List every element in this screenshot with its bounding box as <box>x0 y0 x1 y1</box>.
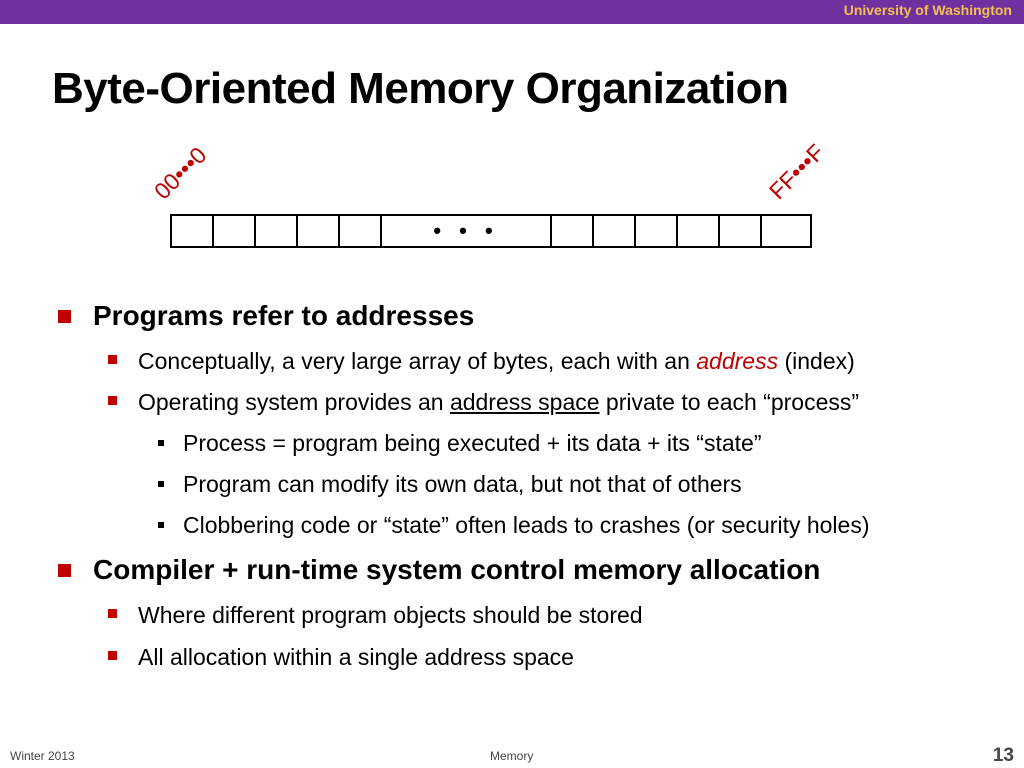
memory-cell <box>678 216 720 246</box>
bullet-marker <box>158 481 164 487</box>
slide-title: Byte-Oriented Memory Organization <box>52 64 789 113</box>
memory-cell <box>636 216 678 246</box>
memory-cell <box>552 216 594 246</box>
bullet-marker <box>108 651 117 660</box>
emphasized-term: address <box>696 348 779 374</box>
memory-cell <box>172 216 214 246</box>
bullet-marker <box>108 396 117 405</box>
footer-term: Winter 2013 <box>10 749 75 763</box>
memory-cell <box>720 216 762 246</box>
start-address-label: 00•••0 <box>148 141 212 205</box>
institution-name: University of Washington <box>843 2 1012 18</box>
bullet-marker <box>158 522 164 528</box>
memory-ellipsis: • • • <box>382 216 552 246</box>
bullet-marker <box>58 310 71 323</box>
memory-cell <box>340 216 382 246</box>
slide-number: 13 <box>992 745 1014 766</box>
bullet-marker <box>108 609 117 618</box>
bullet-marker <box>158 440 164 446</box>
memory-cell <box>298 216 340 246</box>
bullet-marker <box>108 355 117 364</box>
memory-cell <box>256 216 298 246</box>
end-address-label: FF•••F <box>763 139 830 205</box>
memory-cell <box>214 216 256 246</box>
underlined-term: address space <box>449 389 600 415</box>
memory-cell <box>594 216 636 246</box>
footer-topic: Memory <box>490 749 534 763</box>
header-bar: University of Washington <box>0 0 1024 24</box>
bullet-marker <box>58 564 71 577</box>
memory-cell <box>762 216 804 246</box>
memory-array-diagram: • • • <box>170 214 812 248</box>
